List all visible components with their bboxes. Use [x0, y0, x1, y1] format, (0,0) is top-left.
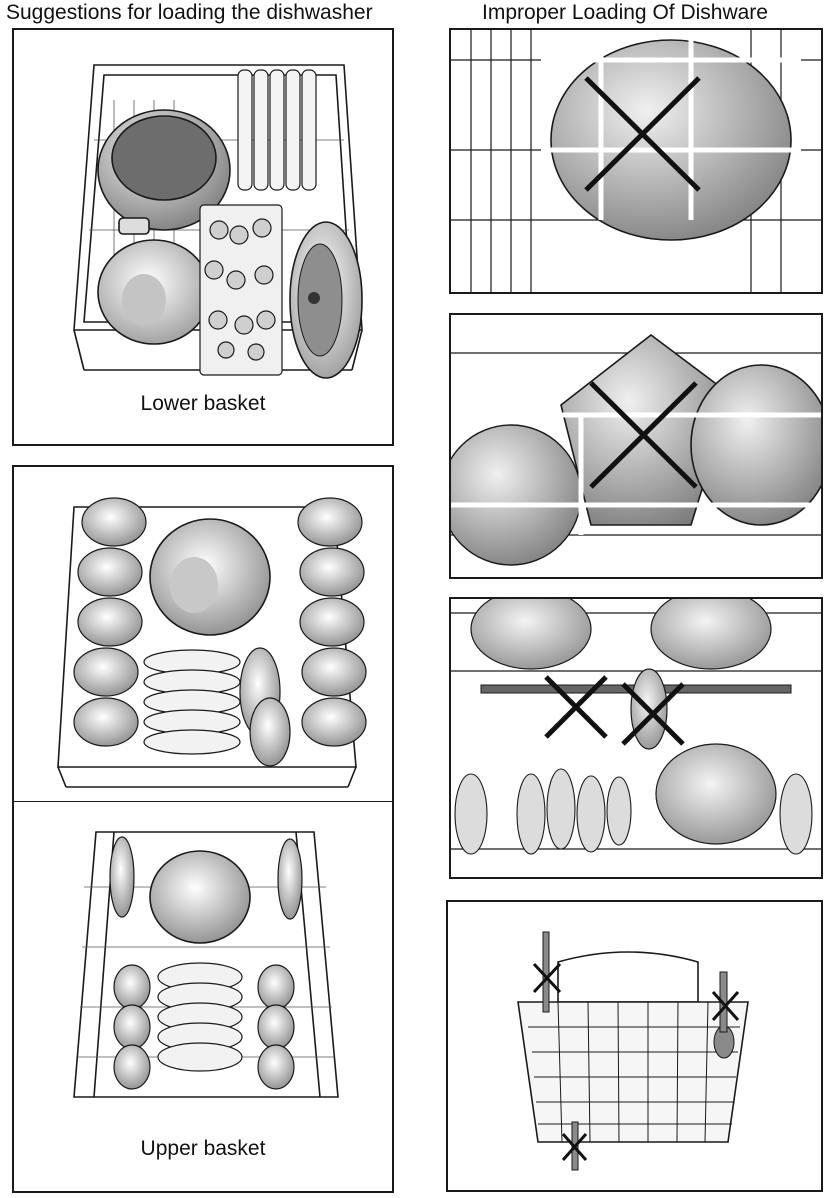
improper-loading-panel-3: [449, 597, 823, 879]
improper-loading-panel-4: [446, 900, 823, 1192]
improper-loading-panel-1: [449, 28, 823, 294]
improper-loading-illustration-1: [451, 30, 821, 292]
improper-loading-illustration-2: [451, 333, 821, 566]
right-heading: Improper Loading Of Dishware: [482, 1, 768, 24]
lower-basket-caption: Lower basket: [140, 392, 266, 415]
improper-loading-illustration-3: [451, 599, 821, 855]
upper-basket-caption: Upper basket: [140, 1137, 266, 1160]
lower-basket-panel: Lower basket: [12, 28, 394, 446]
upper-basket-top-illustration: [57, 497, 367, 788]
lower-basket-illustration: [73, 64, 363, 379]
improper-loading-panel-2: [449, 313, 823, 579]
upper-basket-divider: [14, 801, 392, 802]
upper-basket-side-illustration: [73, 831, 339, 1098]
left-heading: Suggestions for loading the dishwasher: [6, 1, 373, 24]
upper-basket-panel: Upper basket: [12, 465, 394, 1193]
cutlery-basket-illustration: [517, 931, 749, 1171]
